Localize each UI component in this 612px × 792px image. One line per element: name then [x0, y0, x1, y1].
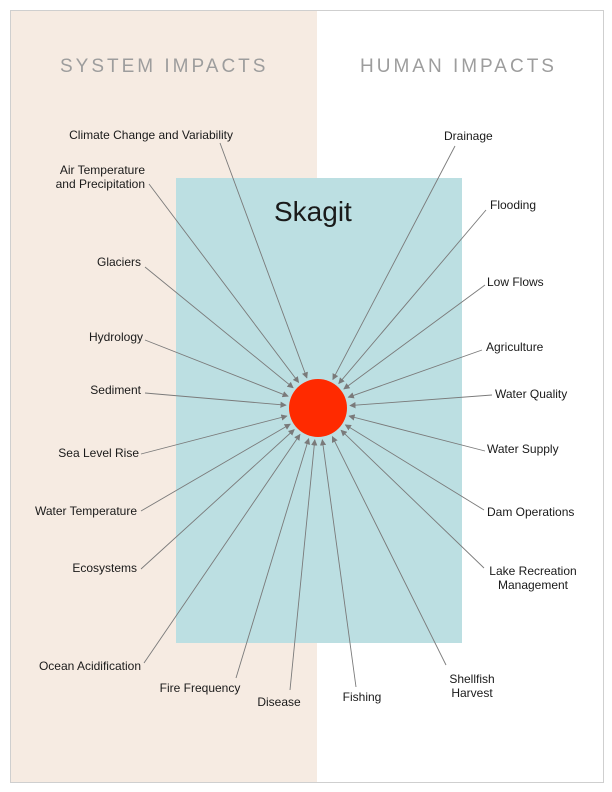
- arrow-water-supply: [348, 414, 486, 452]
- arrow-glaciers: [144, 266, 294, 389]
- label-climate-change: Climate Change and Variability: [69, 128, 233, 142]
- label-sea-level-rise: Sea Level Rise: [58, 446, 139, 460]
- label-low-flows: Low Flows: [487, 275, 544, 289]
- arrow-sediment: [144, 392, 287, 408]
- arrow-fire-frequency: [235, 437, 311, 679]
- label-disease: Disease: [257, 695, 301, 709]
- label-sediment: Sediment: [90, 383, 141, 397]
- arrow-low-flows: [343, 284, 486, 390]
- label-lake-recreation-management: Lake Recreation Management: [489, 564, 577, 592]
- arrow-flooding: [338, 209, 487, 385]
- label-air-temperature: Air Temperature and Precipitation: [55, 163, 145, 191]
- label-water-quality: Water Quality: [495, 387, 568, 401]
- label-glaciers: Glaciers: [96, 255, 141, 269]
- label-shellfish-harvest: Shellfish Harvest: [449, 672, 495, 700]
- label-drainage: Drainage: [444, 129, 493, 143]
- human-impacts-heading: HUMAN IMPACTS: [360, 56, 557, 77]
- label-water-temperature: Water Temperature: [34, 504, 137, 518]
- label-water-supply: Water Supply: [487, 442, 559, 456]
- arrow-agriculture: [347, 349, 483, 399]
- label-dam-operations: Dam Operations: [487, 505, 575, 519]
- arrow-fishing: [319, 439, 357, 688]
- system-impacts-heading: SYSTEM IMPACTS: [60, 56, 269, 77]
- label-flooding: Flooding: [490, 198, 537, 212]
- skagit-title: Skagit: [274, 196, 352, 227]
- arrow-dam-operations: [344, 424, 485, 511]
- arrow-sea-level-rise: [140, 414, 288, 455]
- arrow-ecosystems: [140, 429, 295, 570]
- arrow-climate-change: [219, 142, 308, 379]
- page-frame: [10, 10, 604, 783]
- arrow-disease: [289, 439, 318, 691]
- label-fishing: Fishing: [342, 690, 382, 704]
- arrow-shellfish-harvest: [331, 436, 447, 666]
- arrow-ocean-acidification: [143, 433, 301, 664]
- label-fire-frequency: Fire Frequency: [159, 681, 241, 695]
- arrow-water-temperature: [140, 423, 291, 512]
- arrow-water-quality: [349, 394, 493, 409]
- label-ocean-acidification: Ocean Acidification: [38, 659, 141, 673]
- label-ecosystems: Ecosystems: [72, 561, 137, 575]
- arrow-drainage: [332, 145, 456, 381]
- arrow-lake-recreation-management: [340, 429, 485, 569]
- arrow-air-temperature: [148, 183, 300, 384]
- label-hydrology: Hydrology: [88, 330, 143, 344]
- label-agriculture: Agriculture: [486, 340, 544, 354]
- skagit-hub-circle: [289, 379, 347, 437]
- arrow-hydrology: [144, 339, 289, 398]
